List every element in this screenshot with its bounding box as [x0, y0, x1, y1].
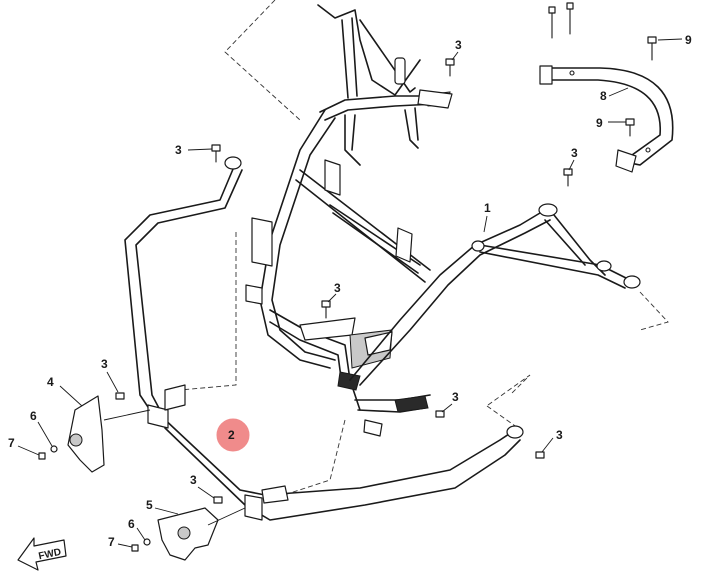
- left-cover-4: [67, 395, 105, 473]
- leader-lines: [17, 38, 683, 548]
- fwd-arrow-icon: FWD: [17, 537, 67, 571]
- callout-6-upper: 6: [30, 409, 37, 423]
- callout-9-top: 9: [685, 33, 692, 47]
- callout-3-bottom: 3: [190, 473, 197, 487]
- callout-3-lower-right: 3: [452, 390, 459, 404]
- callout-3-right: 3: [571, 146, 578, 160]
- front-bumper-tube: [124, 156, 524, 521]
- rear-handle-bracket: [539, 65, 674, 173]
- callout-8: 8: [600, 89, 607, 103]
- callout-9-mid: 9: [596, 116, 603, 130]
- left-cover-5: [157, 507, 219, 561]
- callout-2: 2: [228, 428, 235, 442]
- callout-3-center: 3: [334, 281, 341, 295]
- highlight-marker[interactable]: [216, 418, 250, 452]
- fasteners: [38, 2, 657, 552]
- callout-6-lower: 6: [128, 517, 135, 531]
- callout-3-top: 3: [455, 38, 462, 52]
- callout-3-left: 3: [101, 357, 108, 371]
- callout-1: 1: [484, 201, 491, 215]
- callout-7-lower: 7: [108, 535, 115, 549]
- fwd-label: FWD: [38, 547, 63, 562]
- dashed-guide-lines: [179, 0, 669, 498]
- callout-3-far-right: 3: [556, 428, 563, 442]
- callout-4: 4: [47, 375, 54, 389]
- callout-5: 5: [146, 498, 153, 512]
- callout-3-top-left: 3: [175, 143, 182, 157]
- callout-labels: 1 2 3 3 3 3 3 3 3 3 4 5 6 6 7 7 8 9 9: [8, 33, 692, 549]
- main-frame: [245, 4, 641, 437]
- callout-7-upper: 7: [8, 436, 15, 450]
